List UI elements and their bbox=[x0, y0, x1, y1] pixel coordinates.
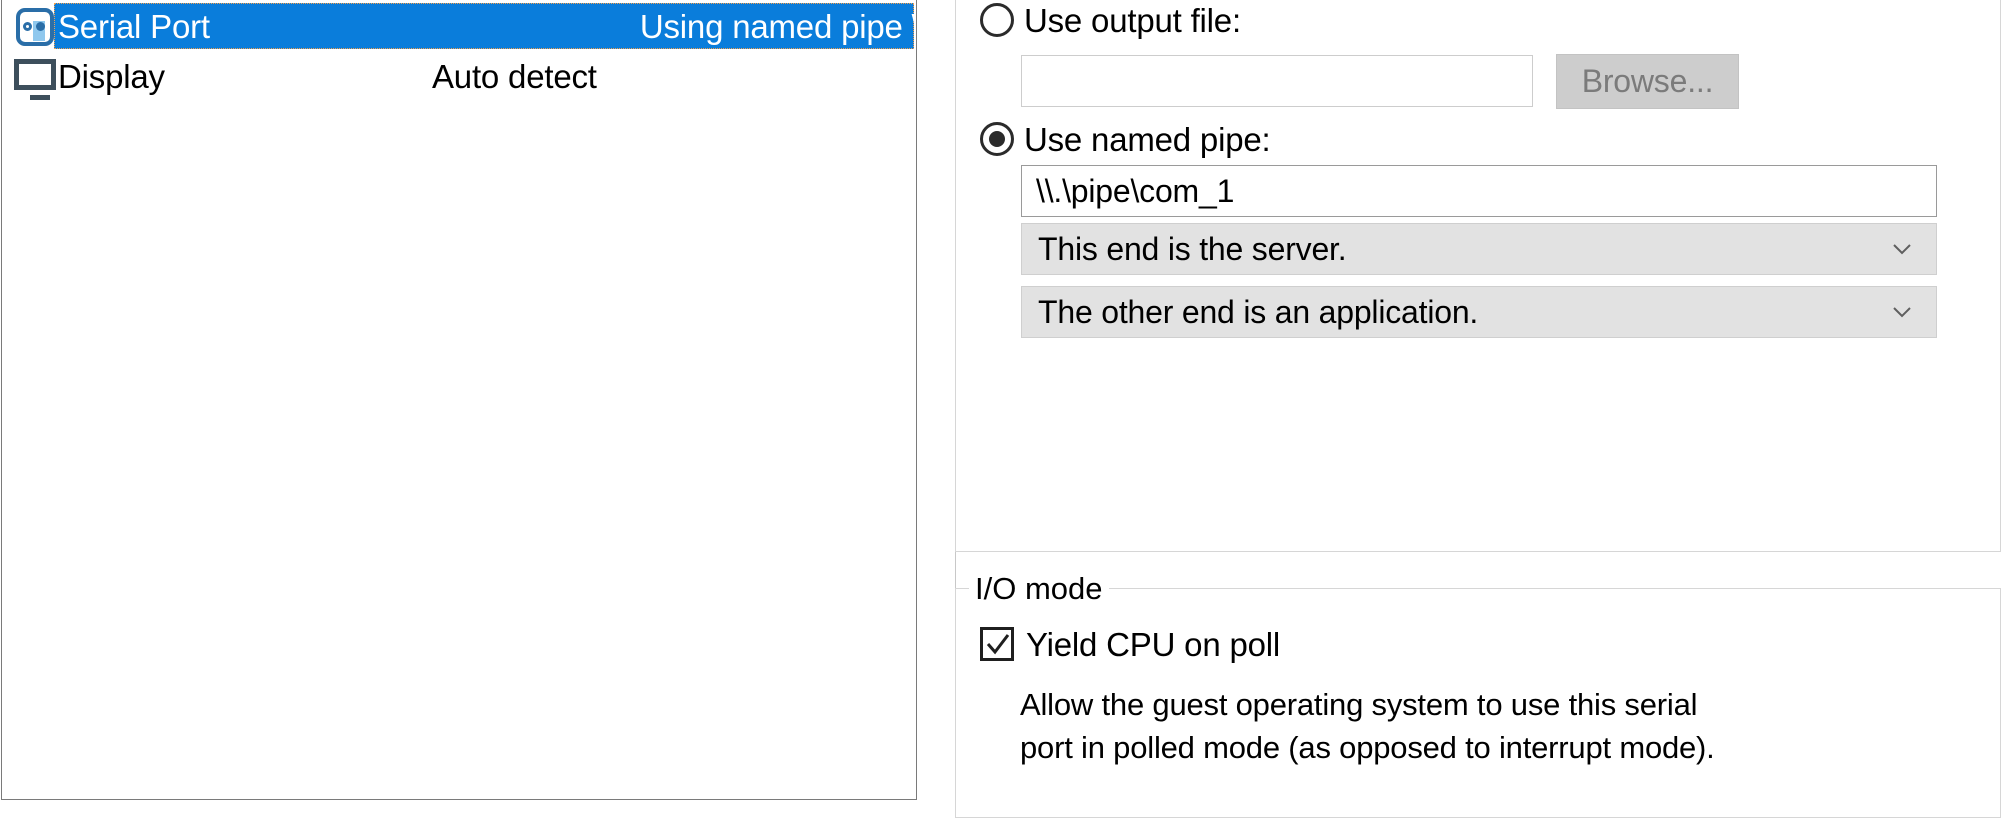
device-summary: Auto detect bbox=[432, 57, 597, 95]
far-end-value: The other end is an application. bbox=[1038, 294, 1479, 330]
device-list[interactable]: Serial Port Using named pipe \\.\pipe\co… bbox=[1, 0, 917, 800]
connection-groupbox: Auto detect Use output file: Browse... U… bbox=[955, 0, 2001, 552]
yield-cpu-label: Yield CPU on poll bbox=[1026, 625, 1281, 663]
radio-indicator-named-pipe[interactable] bbox=[980, 122, 1014, 156]
output-file-path-input[interactable] bbox=[1021, 55, 1533, 107]
chevron-down-icon bbox=[1890, 300, 1914, 324]
near-end-select[interactable]: This end is the server. bbox=[1021, 223, 1937, 275]
radio-label-named-pipe: Use named pipe: bbox=[1024, 120, 1271, 158]
radio-use-output-file[interactable]: Use output file: bbox=[980, 3, 1241, 37]
list-item-serial-port[interactable]: Serial Port Using named pipe \\.\pipe\co… bbox=[2, 1, 916, 51]
yield-cpu-checkbox-row[interactable]: Yield CPU on poll bbox=[980, 627, 1280, 661]
far-end-select[interactable]: The other end is an application. bbox=[1021, 286, 1937, 338]
radio-label-output-file: Use output file: bbox=[1024, 1, 1241, 39]
radio-indicator-output-file[interactable] bbox=[980, 3, 1014, 37]
io-mode-title: I/O mode bbox=[969, 570, 1109, 608]
display-monitor-icon bbox=[12, 54, 56, 100]
settings-pane: Auto detect Use output file: Browse... U… bbox=[955, 0, 2001, 818]
list-item-display[interactable]: Display Auto detect bbox=[2, 51, 916, 101]
checkmark-icon bbox=[986, 634, 1010, 655]
cropped-device-icon bbox=[12, 0, 56, 1]
io-mode-groupbox: I/O mode Yield CPU on poll Allow the gue… bbox=[955, 570, 2001, 818]
named-pipe-input[interactable]: \\.\pipe\com_1 bbox=[1021, 165, 1937, 217]
selection-highlight bbox=[54, 3, 914, 49]
chevron-down-icon bbox=[1890, 237, 1914, 261]
browse-button[interactable]: Browse... bbox=[1556, 54, 1739, 109]
io-mode-description: Allow the guest operating system to use … bbox=[1020, 687, 1715, 765]
radio-use-named-pipe[interactable]: Use named pipe: bbox=[980, 120, 1271, 158]
device-name: Display bbox=[58, 57, 165, 95]
yield-cpu-checkbox[interactable] bbox=[980, 627, 1014, 661]
serial-port-icon bbox=[12, 4, 56, 48]
near-end-value: This end is the server. bbox=[1038, 231, 1347, 267]
device-summary: Using named pipe \\.\pipe\com_1 bbox=[639, 7, 916, 45]
named-pipe-value: \\.\pipe\com_1 bbox=[1036, 173, 1235, 209]
device-name: Serial Port bbox=[58, 7, 210, 45]
